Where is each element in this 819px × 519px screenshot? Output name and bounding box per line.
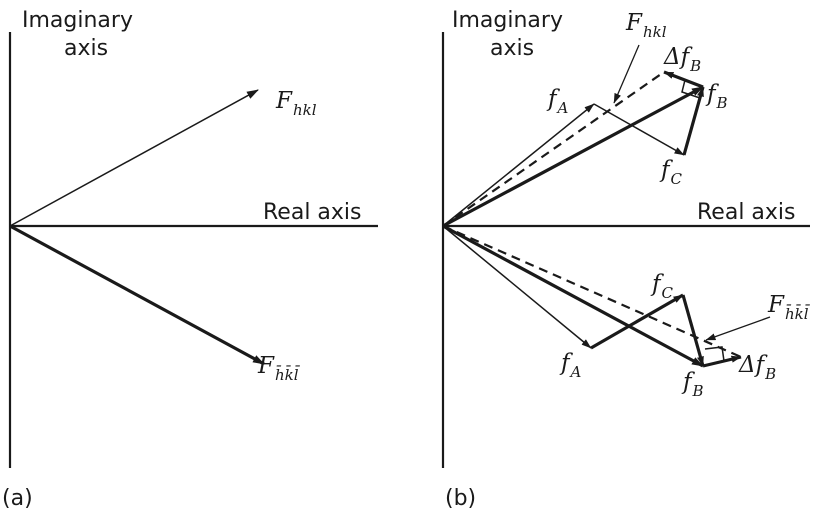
- panel-a: Imaginary axis Real axis Fhkl Fh̄k̄l̄ (a…: [2, 8, 378, 511]
- panel-b: Imaginary axis Real axis Fhkl ΔfB fA fB …: [441, 8, 810, 511]
- label-fB-lower: fB: [681, 369, 704, 400]
- label-F-hkl-b: Fhkl: [625, 10, 667, 41]
- label-fA-upper: fA: [546, 86, 569, 117]
- right-angle-mark-lower: [704, 346, 725, 362]
- real-axis-label-a: Real axis: [263, 200, 362, 225]
- panel-label-a: (a): [2, 486, 33, 511]
- label-fC-upper: fC: [659, 157, 683, 188]
- vector-fA-upper: [442, 103, 595, 227]
- real-axis-label-b: Real axis: [697, 200, 796, 225]
- label-fA-lower: fA: [559, 350, 582, 381]
- upper-construction: Fhkl ΔfB fA fB fC: [442, 10, 728, 228]
- label-F-bar-b: Fh̄k̄l̄: [767, 292, 810, 323]
- leader-F-hkl-b: [613, 44, 640, 104]
- imag-axis-label-a-line1: Imaginary: [22, 8, 133, 33]
- imag-axis-label-a-line2: axis: [64, 36, 108, 61]
- panel-label-b: (b): [445, 486, 476, 511]
- vector-fC-upper: [593, 103, 685, 156]
- vector-F-bar-b: [442, 224, 704, 368]
- vector-fB-lower: [681, 294, 705, 367]
- vector-F-bar-anomalous-lower: [442, 224, 742, 359]
- right-angle-mark-upper: [681, 79, 701, 99]
- vector-F-hkl-b: [442, 85, 704, 228]
- label-delta-fB-upper: ΔfB: [663, 44, 701, 75]
- label-F-hkl-a: Fhkl: [275, 88, 317, 119]
- vector-F-hkl-a: [9, 89, 259, 227]
- leader-F-bar-b: [705, 316, 771, 341]
- label-fB-upper: fB: [705, 81, 728, 112]
- lower-construction: Fh̄k̄l̄ ΔfB fA fB fC: [442, 224, 810, 400]
- label-F-bar-a: Fh̄k̄l̄: [257, 353, 300, 384]
- label-fC-lower: fC: [650, 271, 674, 302]
- label-delta-fB-lower: ΔfB: [738, 352, 776, 383]
- vector-F-bar-a: [9, 224, 265, 366]
- vector-delta-fB-lower: [702, 355, 742, 368]
- imag-axis-label-b-line1: Imaginary: [452, 8, 563, 33]
- vector-fC-lower: [590, 293, 684, 350]
- vector-fA-lower: [442, 225, 592, 349]
- imag-axis-label-b-line2: axis: [490, 36, 534, 61]
- vector-delta-fB-upper: [663, 70, 704, 89]
